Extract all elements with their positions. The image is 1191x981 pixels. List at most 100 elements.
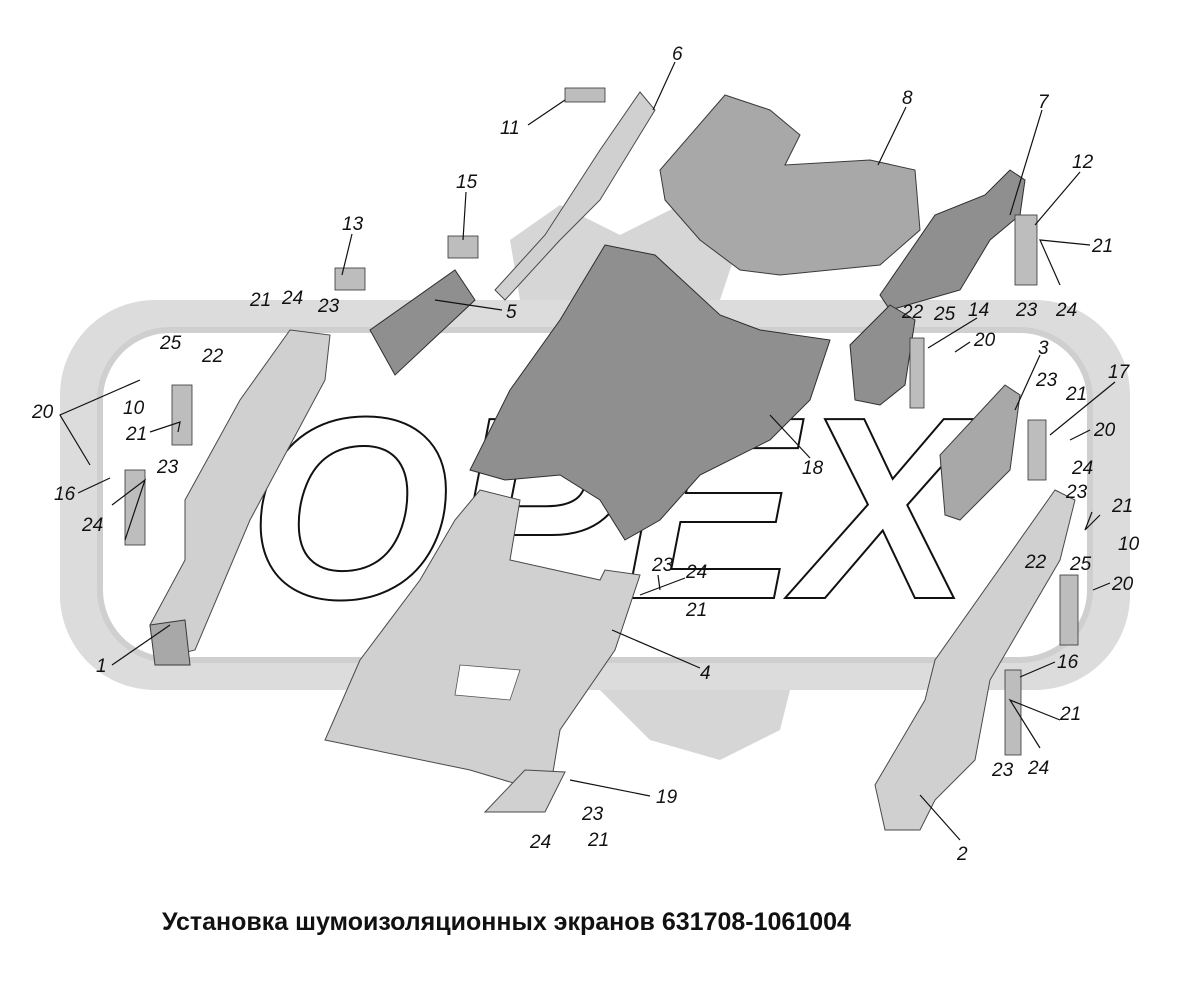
callout-21-plate: 21 [587, 830, 609, 851]
callout-23-floor: 23 [651, 555, 674, 576]
callout-4: 4 [700, 663, 711, 684]
bracket-17 [1027, 419, 1047, 481]
leader-21-right-bottom [1008, 698, 1061, 749]
callout-21-floor: 21 [685, 600, 707, 621]
callout-10-left: 10 [123, 398, 145, 419]
callout-23-right-bottom: 23 [991, 760, 1014, 781]
callout-5: 5 [506, 302, 517, 323]
callout-13: 13 [342, 214, 364, 235]
part-22-panel [849, 304, 916, 406]
leader-1 [111, 624, 171, 666]
leader-8 [877, 106, 907, 166]
callout-21-right-top: 21 [1091, 236, 1113, 257]
leader-15 [462, 191, 467, 241]
leader-21-right-mid [1084, 511, 1101, 531]
callout-6: 6 [672, 44, 683, 65]
callout-24-left-top: 24 [281, 288, 303, 309]
part-8-top-screen [659, 94, 921, 276]
leader-20-right-c [954, 341, 971, 353]
callout-11: 11 [500, 118, 520, 139]
callout-21-right-bottom: 21 [1059, 704, 1081, 725]
callout-22-left: 22 [201, 346, 224, 367]
callout-8: 8 [902, 88, 913, 109]
leader-21-right-top [1039, 239, 1091, 286]
callout-16-right: 16 [1057, 652, 1079, 673]
callout-22-right-top: 22 [901, 302, 924, 323]
callout-12: 12 [1072, 152, 1094, 173]
parts [149, 91, 1076, 831]
leader-lines [59, 61, 1116, 841]
callout-25-right-bottom: 25 [1069, 554, 1092, 575]
callout-3: 3 [1038, 338, 1049, 359]
leader-11 [527, 99, 566, 126]
leader-20-right-b [1092, 582, 1111, 591]
callout-15: 15 [456, 172, 478, 193]
leader-13 [341, 233, 353, 276]
leader-7 [1009, 109, 1043, 216]
callout-20-left: 20 [31, 402, 54, 423]
exploded-assembly-diagram: OPEX [31, 44, 1140, 865]
callout-18: 18 [802, 458, 824, 479]
bracket-16-left [124, 469, 146, 546]
leader-23-floor [657, 574, 661, 591]
callout-23-right-upper: 23 [1035, 370, 1058, 391]
callout-10-right: 10 [1118, 534, 1140, 555]
bracket-14 [909, 337, 925, 409]
callout-23-right-mid: 23 [1065, 482, 1088, 503]
callout-20-right-a: 20 [1093, 420, 1116, 441]
callout-16-left: 16 [54, 484, 76, 505]
part-3-right-panel [939, 384, 1021, 521]
callout-21-left-top: 21 [249, 290, 271, 311]
watermark-gear-bottom [600, 690, 790, 760]
part-19-plate [483, 769, 566, 813]
part-6-strip [494, 91, 656, 301]
callout-25-left: 25 [159, 333, 182, 354]
hardware [124, 87, 1079, 756]
leader-14 [927, 317, 978, 349]
callout-22-right-bottom: 22 [1024, 552, 1047, 573]
bracket-12 [1014, 214, 1038, 286]
leader-24-left [111, 478, 147, 541]
part-1-edge [149, 619, 191, 666]
bracket-10-right [1059, 574, 1079, 646]
part-18-center-screen [469, 244, 831, 541]
leader-19 [569, 779, 651, 797]
callout-labels: 1 2 3 4 5 6 7 8 10 10 11 12 13 14 15 16 … [31, 44, 1140, 865]
callout-21-right-upper: 21 [1065, 384, 1087, 405]
callout-24-left: 24 [81, 515, 103, 536]
callout-19: 19 [656, 787, 678, 808]
part-4-floor-screen [324, 489, 641, 791]
callout-23-right-top: 23 [1015, 300, 1038, 321]
part-2-right-shield [874, 489, 1076, 831]
callout-1: 1 [96, 656, 107, 677]
part-5-panel [369, 269, 476, 376]
bracket-10-left [171, 384, 193, 446]
leader-20-left [59, 379, 141, 466]
callout-23-left-top: 23 [317, 296, 340, 317]
leader-24-floor [639, 577, 686, 596]
callout-24-plate: 24 [529, 832, 551, 853]
part-4-cutout [454, 664, 521, 701]
callout-20-right-c: 20 [973, 330, 996, 351]
callout-24-right-bottom: 24 [1027, 758, 1049, 779]
leader-6 [652, 61, 676, 111]
callout-7: 7 [1038, 92, 1050, 113]
callout-23-plate: 23 [581, 804, 604, 825]
leader-2 [919, 794, 961, 841]
callout-20-right-b: 20 [1111, 574, 1134, 595]
callout-25-right-top: 25 [933, 304, 956, 325]
leader-18 [769, 414, 811, 459]
bracket-13 [334, 267, 366, 291]
bracket-16-right [1004, 669, 1022, 756]
callout-21-right-mid: 21 [1111, 496, 1133, 517]
callout-24-right-top: 24 [1055, 300, 1077, 321]
leader-16-right [1019, 661, 1056, 678]
bracket-11 [564, 87, 606, 103]
callout-21-left: 21 [125, 424, 147, 445]
callout-14: 14 [968, 300, 989, 321]
leader-17 [1049, 381, 1116, 436]
callout-24-right-mid: 24 [1071, 458, 1093, 479]
callout-2: 2 [956, 844, 968, 865]
leader-21-left [149, 421, 181, 433]
